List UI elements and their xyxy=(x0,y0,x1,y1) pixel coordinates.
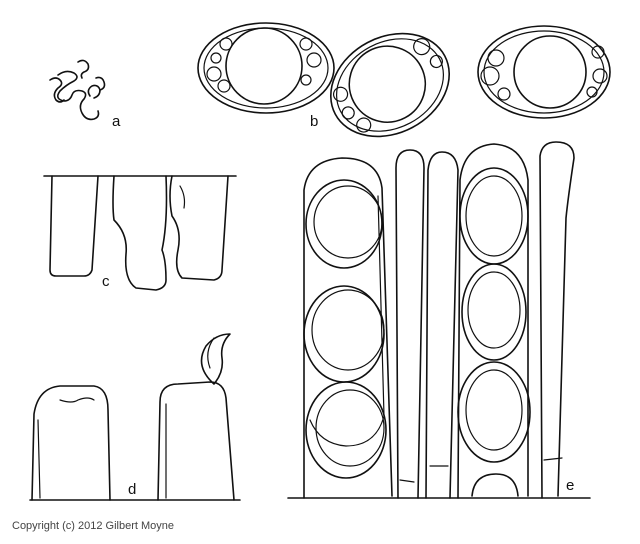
spore-3 xyxy=(477,25,611,119)
spore-1 xyxy=(197,22,335,114)
paraphyses xyxy=(395,141,575,499)
label-d: d xyxy=(128,481,136,498)
figure-a-spore-ornament: a xyxy=(49,59,121,130)
figure-d-asci-tips: d xyxy=(29,333,241,501)
label-c: c xyxy=(102,273,110,290)
ascus-left xyxy=(303,157,393,499)
label-b: b xyxy=(310,113,318,130)
figure-c-cells: c xyxy=(43,175,237,291)
figure-b-spores: b xyxy=(197,22,611,138)
spore-2 xyxy=(330,32,450,138)
figure-e-asci: e xyxy=(287,141,591,499)
label-a: a xyxy=(112,113,121,130)
ascus-right xyxy=(457,143,531,499)
label-e: e xyxy=(566,477,574,494)
copyright-notice: Copyright (c) 2012 Gilbert Moyne xyxy=(12,520,175,532)
